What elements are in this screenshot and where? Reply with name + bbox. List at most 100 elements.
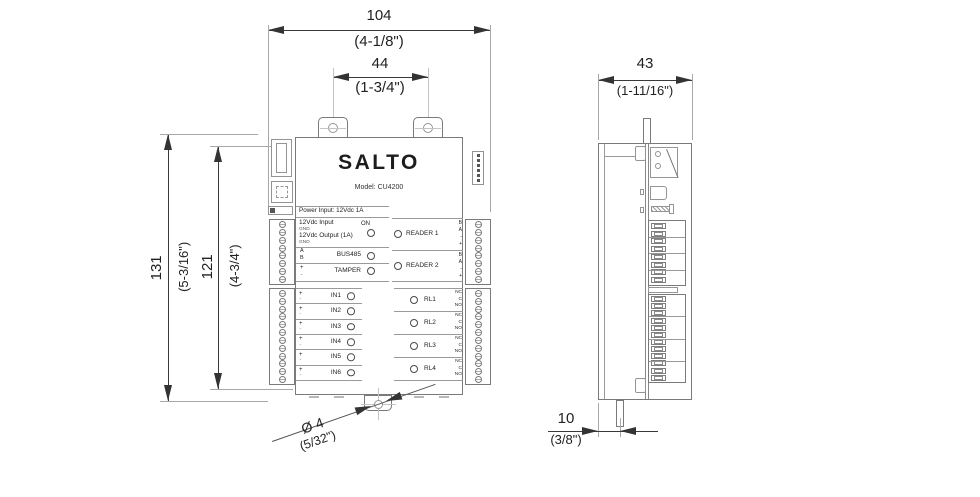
reader1-label: READER 1 bbox=[406, 230, 439, 237]
dim-line-overall-width bbox=[268, 30, 490, 31]
screw bbox=[474, 344, 482, 352]
extension-line bbox=[160, 134, 258, 135]
terminal-strip-right-top bbox=[465, 219, 491, 285]
screw bbox=[474, 236, 482, 244]
input-pin-minus: - bbox=[299, 341, 302, 348]
input-row: + - IN1 bbox=[296, 289, 362, 305]
dim-line-foot-offset bbox=[548, 431, 658, 432]
screw bbox=[474, 321, 482, 329]
extension-line bbox=[598, 403, 599, 437]
cell bbox=[651, 277, 666, 284]
relay-pins: NC C NO bbox=[455, 335, 462, 357]
cell bbox=[651, 367, 666, 374]
centerline bbox=[320, 127, 346, 129]
dim-line-depth bbox=[598, 80, 692, 81]
pin-label: C bbox=[458, 319, 462, 325]
side-shelf-line bbox=[604, 156, 645, 157]
cell bbox=[651, 346, 666, 353]
extension-line bbox=[490, 25, 491, 212]
screw bbox=[278, 360, 286, 368]
side-connector bbox=[650, 186, 667, 200]
relay-pins: NC C NO bbox=[455, 289, 462, 311]
arrow-right-icon bbox=[412, 73, 428, 81]
relay-pins: NC C NO bbox=[455, 312, 462, 334]
dip-switch-actuator bbox=[276, 143, 287, 173]
input-label: IN5 bbox=[330, 353, 341, 361]
input-pin-plus: + bbox=[299, 321, 303, 328]
input-pin-plus: + bbox=[299, 290, 303, 297]
extension-line bbox=[210, 389, 293, 390]
relay-row: RL3 NC C NO bbox=[394, 335, 463, 358]
panel-line bbox=[296, 280, 389, 282]
tamper-label: TAMPER bbox=[334, 267, 361, 274]
input-pin-plus: + bbox=[299, 351, 303, 358]
screw bbox=[474, 376, 482, 384]
hpin bbox=[476, 154, 480, 157]
side-plate-stud bbox=[640, 207, 644, 213]
screw bbox=[474, 220, 482, 228]
cell bbox=[651, 246, 666, 253]
screw bbox=[278, 329, 286, 337]
side-din-clip-bottom bbox=[635, 378, 646, 393]
cell bbox=[651, 238, 666, 245]
hpin bbox=[476, 159, 480, 162]
screw bbox=[474, 360, 482, 368]
input-label: IN3 bbox=[330, 322, 341, 330]
relay-led bbox=[410, 342, 418, 350]
screw bbox=[278, 376, 286, 384]
pin-label: NC bbox=[455, 289, 462, 295]
screw bbox=[278, 252, 286, 260]
terminal-strip-right-bottom bbox=[465, 288, 491, 385]
screw bbox=[278, 344, 286, 352]
input-label: IN1 bbox=[330, 291, 341, 299]
side-din-clip-top bbox=[635, 146, 646, 161]
hpin bbox=[476, 164, 480, 167]
side-screw-shaft bbox=[651, 206, 670, 212]
relay-label: RL4 bbox=[424, 364, 436, 372]
extension-line bbox=[160, 401, 268, 402]
input-led bbox=[347, 292, 355, 300]
pin-label: NO bbox=[454, 326, 462, 332]
dim-body-height-in: (4-3/4") bbox=[227, 244, 243, 288]
screw bbox=[278, 220, 286, 228]
arrow-up-icon bbox=[164, 134, 172, 150]
input-led bbox=[347, 338, 355, 346]
screw bbox=[278, 297, 286, 305]
screw bbox=[278, 305, 286, 313]
side-plate-stud bbox=[640, 189, 644, 195]
foot-mark bbox=[309, 396, 319, 398]
input-led bbox=[347, 369, 355, 377]
bus-pin-a: A bbox=[300, 248, 304, 254]
input-row: + - IN4 bbox=[296, 335, 362, 351]
screw bbox=[474, 260, 482, 268]
pin-header-connector bbox=[472, 151, 484, 185]
dim-line-body-height bbox=[218, 146, 219, 389]
reader1-pins: B A - + bbox=[459, 219, 462, 250]
input-pin-plus: + bbox=[299, 367, 303, 374]
cell bbox=[651, 331, 666, 338]
cell bbox=[651, 310, 666, 317]
foot-mark bbox=[439, 396, 449, 398]
input-row: + - IN3 bbox=[296, 320, 362, 335]
pin-label: A bbox=[458, 227, 462, 234]
reader-row: READER 1 B A - + bbox=[392, 219, 463, 251]
side-inner-wall bbox=[604, 144, 605, 399]
reader2-led bbox=[394, 261, 402, 270]
controller-body bbox=[295, 137, 463, 395]
arrow-up-icon bbox=[214, 146, 222, 162]
screw bbox=[278, 313, 286, 321]
bus-label: BUS485 bbox=[336, 251, 361, 258]
pin-label: - bbox=[460, 234, 462, 241]
pin-label: B bbox=[458, 251, 462, 258]
dim-depth-in: (1-11/16") bbox=[616, 83, 674, 98]
dim-tab-spacing-mm: 44 bbox=[371, 55, 389, 72]
side-bracket-hole bbox=[654, 163, 661, 169]
arrow-down-icon bbox=[214, 373, 222, 389]
input-row: + - IN2 bbox=[296, 304, 362, 320]
arrow-right-icon bbox=[676, 76, 692, 84]
input-led bbox=[347, 307, 355, 316]
bus-pin-b: B bbox=[300, 255, 304, 261]
dim-overall-height-mm: 131 bbox=[148, 255, 166, 281]
screw bbox=[278, 244, 286, 252]
